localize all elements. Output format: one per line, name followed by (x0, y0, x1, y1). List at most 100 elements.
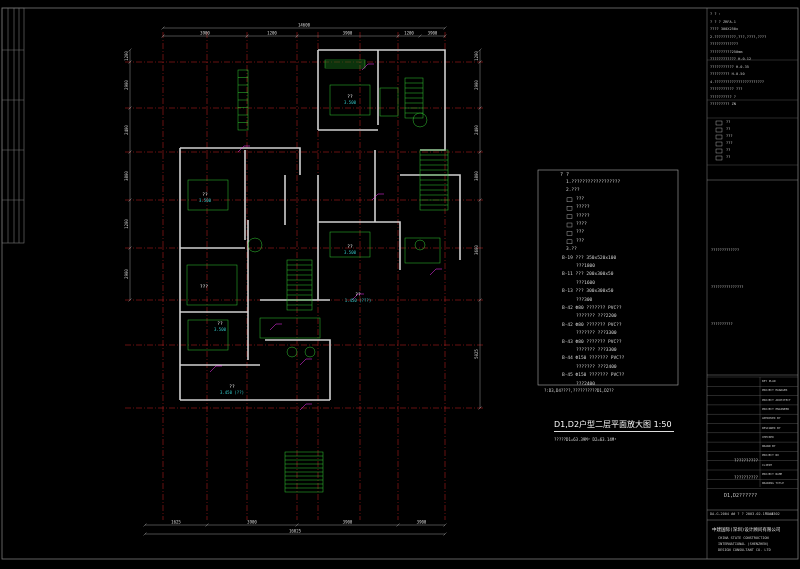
legend-row: ??????? ???2200 (576, 314, 617, 320)
room-label: ?? (202, 192, 208, 198)
legend-row: B-43 Ф80 ??????? PVC?? (562, 339, 622, 345)
footer-info: DA-G-2004 ## ? ? 2003.02.19 ## (710, 512, 774, 516)
title-block-row: CHECKED (762, 434, 774, 439)
title-block-row: ?????????? (711, 322, 733, 326)
legend-row: ????? (576, 205, 590, 211)
title-block-row: ???? 300X250x (710, 27, 739, 31)
annotation-leader (351, 293, 364, 301)
title-block-row: PROJECT NAME (762, 472, 783, 476)
legend-row: ???1600 (576, 280, 595, 286)
room-label: ?? (347, 94, 353, 100)
walls (179, 49, 461, 401)
sheet-border (1, 7, 799, 560)
title-block-row: CLIENT (762, 462, 773, 467)
project-name: ?????????? (734, 475, 759, 480)
legend-box (537, 169, 679, 386)
legend-symbol-icon (566, 239, 573, 245)
legend-row: B-42 Ф80 ??????? PVC?? (562, 322, 622, 328)
annotation-leader (269, 323, 282, 331)
legend-row: ???300 (576, 297, 593, 303)
title-block-row: APPROVED BY (762, 416, 781, 421)
dimension-label: 3800 (124, 171, 129, 181)
room-elevation: 3.500 (344, 100, 357, 105)
title-block-row: ? ? ? ZRFA-1 (710, 19, 736, 24)
title-block-row: ????????? H-0.50 (710, 72, 745, 76)
dimension-label: 2900 (124, 80, 129, 90)
tb-symbol-icon (715, 141, 723, 147)
legend-icons (566, 197, 573, 245)
annotation-leader (237, 145, 250, 153)
company-cn: 中建国际(深圳)设计顾问有限公司 (712, 528, 781, 533)
area-note: ?????D1=63.39M² D2=63.14M² (554, 437, 617, 442)
wardrobe (379, 87, 399, 117)
title-block-row: PROJECT ARCHITECT (762, 397, 791, 402)
title-block-row: KEY PLAN (762, 379, 776, 383)
legend-header: ? ? (560, 172, 570, 178)
legend-row: ??????? ???3300 (576, 348, 617, 353)
title-block-row: ?? (726, 155, 731, 159)
binding-strip (1, 7, 25, 244)
title-block-row: ??????????? H-0.35 (710, 64, 749, 69)
room-elevation: 3.500 (214, 327, 227, 332)
title-block-row: ??? (726, 141, 733, 145)
title-block-row: PROJECT MANAGER (762, 388, 788, 393)
dimension-chains (128, 26, 482, 536)
title-block-row: ?? (726, 127, 731, 131)
title-block-row: ?????????? ? (710, 94, 736, 99)
stair-right (419, 149, 449, 211)
bath-fixtures (404, 237, 441, 264)
dimension-label: 1200 (267, 31, 277, 36)
wall-segment (180, 147, 301, 175)
legend-row: 1.?????????????????? (566, 180, 621, 185)
dimension-label: 2400 (474, 125, 479, 135)
annotation-leader (299, 403, 312, 411)
title-block-row: ? ? : (710, 12, 721, 16)
legend-row: B-45 Ф150 ??????? PVC?? (562, 373, 625, 379)
drawing-name: D1,D2?????? (724, 493, 758, 499)
tb-symbol-icon (715, 148, 723, 154)
annotation-leader (209, 365, 222, 373)
sheet-number: TD-3302 (765, 512, 780, 516)
room-labels: ??3.500??3.500??3.500??3.500?????1.450 (… (199, 94, 371, 395)
legend-row: 3.?? (566, 247, 577, 253)
room-label: ?? (355, 292, 361, 298)
legend-row: B-11 ??? 200x300x50 (562, 272, 614, 278)
bed-lower (187, 319, 229, 351)
legend-row: ???2400 (576, 381, 595, 387)
stair-center (286, 259, 313, 311)
dim-bottom-segments (143, 523, 447, 527)
company-en-1: CHINA STATE CONSTRUCTION (718, 536, 769, 540)
legend-symbol-icon (566, 222, 573, 228)
title-block-row: ??????????????? (711, 285, 744, 289)
title-block-row: 4.??????????????????????? (710, 79, 765, 84)
title-block-row: ?? (726, 148, 731, 152)
dimension-label: 1625 (171, 520, 181, 525)
room-label: ?? (229, 384, 235, 390)
dimension-label: 3800 (474, 171, 479, 181)
tb-symbol-icon (715, 127, 723, 133)
wall-segment (318, 49, 446, 151)
tb-symbol-icon (715, 134, 723, 140)
dimension-label: 3900 (343, 31, 353, 36)
fixture-circle (414, 239, 426, 251)
dimension-label: 3900 (247, 520, 257, 525)
axis-grid (125, 32, 485, 520)
wall-segment (400, 174, 461, 260)
title-block-row: ????????? ZN (710, 102, 736, 106)
title-block-row: 2.??????????,???,????,???? (710, 34, 767, 39)
dimension-label: 3900 (343, 520, 353, 525)
dim-left (128, 48, 132, 302)
room-label: ?? (347, 244, 353, 250)
stair-bottom (284, 451, 324, 493)
living-area (186, 264, 238, 306)
room-label: ??? (200, 284, 208, 290)
dimension-label: 16025 (289, 529, 302, 534)
drawing-title: D1,D2户型二层平面放大图 1:50 (554, 420, 672, 429)
title-block-row: ???????????? H-0.12 (710, 57, 752, 61)
title-block-row: PROJECT NO (762, 453, 779, 458)
legend-row: B-19 ??? 350x520x100 (562, 255, 617, 261)
room-label: ?? (217, 321, 223, 327)
